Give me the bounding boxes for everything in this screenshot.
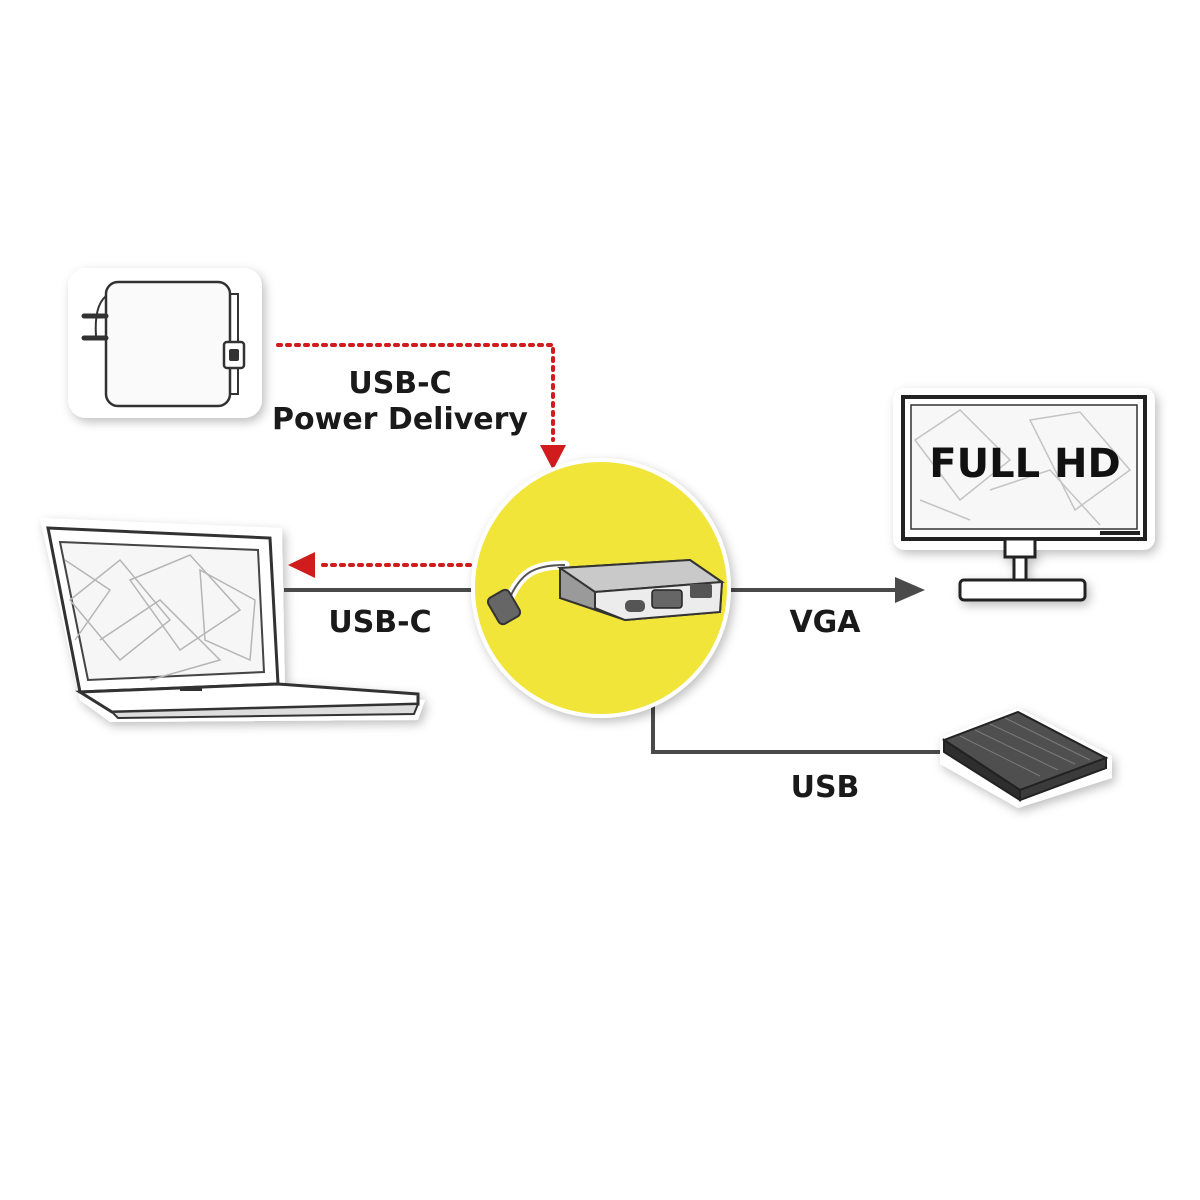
power-delivery-label: USB-C Power Delivery	[250, 366, 550, 438]
laptop-connection-label: USB-C	[328, 605, 432, 640]
power-delivery-arrowhead	[540, 445, 566, 470]
storage-connection-label: USB	[790, 770, 860, 805]
laptop-power-arrowhead	[288, 552, 315, 578]
vga-arrowhead	[895, 577, 925, 603]
usb-c-hub-icon	[486, 558, 725, 626]
usb-line	[651, 705, 940, 754]
monitor-connection-label: VGA	[789, 605, 861, 640]
power-delivery-label-line2: Power Delivery	[272, 402, 528, 437]
power-delivery-label-line1: USB-C	[348, 366, 452, 401]
power-adapter-icon	[68, 268, 262, 418]
laptop-icon	[40, 518, 425, 722]
power-delivery-arrow	[276, 343, 555, 442]
monitor-icon	[893, 388, 1155, 602]
monitor-screen-text: FULL HD	[929, 441, 1121, 487]
external-drive-icon	[940, 708, 1112, 808]
